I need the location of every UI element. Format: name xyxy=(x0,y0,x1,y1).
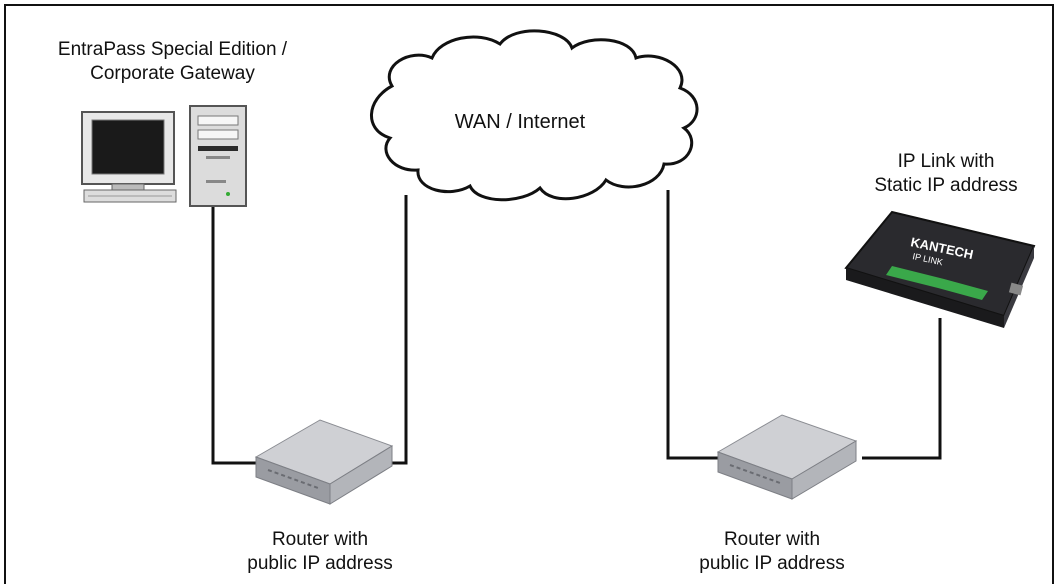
router-2-icon xyxy=(716,414,858,500)
wan-cloud-icon xyxy=(370,29,699,202)
line-gateway-to-router1 xyxy=(211,205,262,465)
router-2-label: Router with public IP address xyxy=(672,528,872,576)
router-1-icon xyxy=(254,419,394,505)
router-1-label: Router with public IP address xyxy=(220,528,420,576)
line-wan-to-router2 xyxy=(666,190,724,460)
gateway-label-line2: Corporate Gateway xyxy=(90,63,255,84)
line-router1-to-wan xyxy=(386,195,408,465)
router-1-label-line1: Router with xyxy=(271,529,369,550)
gateway-label: EntraPass Special Edition / Corporate Ga… xyxy=(20,38,325,86)
router-2-label-line2: public IP address xyxy=(699,553,845,574)
connection-lines xyxy=(211,190,942,465)
diagram-frame xyxy=(4,4,1054,584)
wan-label: WAN / Internet xyxy=(454,111,586,133)
router-2-label-line1: Router with xyxy=(723,529,821,550)
line-router2-to-iplink xyxy=(862,318,942,460)
gateway-label-line1: EntraPass Special Edition / xyxy=(57,39,288,60)
iplink-label-line2: Static IP address xyxy=(874,175,1018,196)
iplink-label-line1: IP Link with xyxy=(897,151,995,172)
router-1-label-line2: public IP address xyxy=(247,553,393,574)
iplink-label: IP Link with Static IP address xyxy=(836,150,1056,198)
gateway-computer-icon xyxy=(81,105,247,207)
iplink-device-icon: KANTECH IP LINK xyxy=(844,210,1036,328)
